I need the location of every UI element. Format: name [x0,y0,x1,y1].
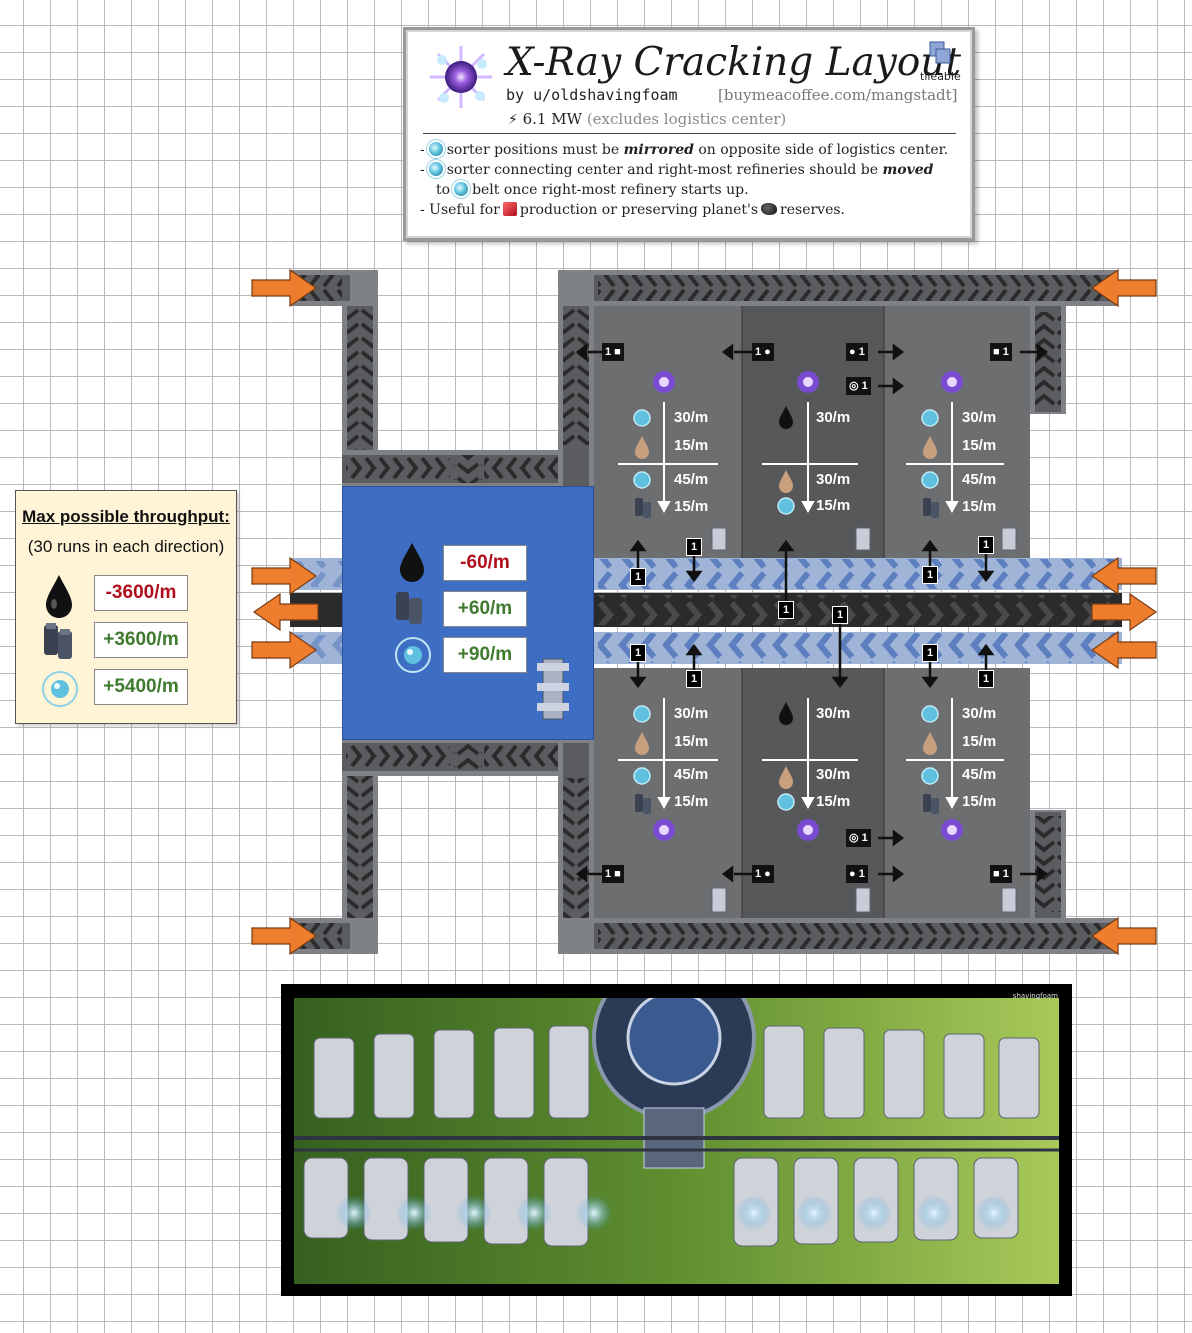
hydrogen-icon [454,182,469,196]
rate-label: 15/m [674,733,709,750]
hydrogen-icon [393,635,433,679]
rate-label: 30/m [674,705,709,722]
tileable-icon [928,40,952,66]
rate-label: 45/m [674,471,709,488]
filter-badge-graphite: 1 ■ [602,865,624,883]
sorter-tag: 1 [832,606,848,624]
output-arrow [252,592,1158,632]
divider [423,133,956,134]
rate-label: 30/m [816,705,851,722]
filter-badge-graphite: ■ 1 [990,343,1012,361]
hydrogen-icon [428,142,443,156]
sorter-tag: 1 [978,536,994,554]
sorter-icon [711,527,1017,913]
power-usage: ⚡︎ 6.1 MW (excludes logistics center) [508,110,786,128]
center-oil-value: -60/m [443,545,527,581]
power-value: 6.1 MW [522,110,583,128]
screenshot-image [294,998,1059,1284]
center-graphite-value: +60/m [443,591,527,627]
input-arrow [251,268,1157,956]
rate-label: 30/m [962,705,997,722]
hydrogen-icon [428,162,443,176]
coal-icon [761,203,778,215]
rate-label: 15/m [674,498,709,515]
legend-title: Max possible throughput: [22,507,230,526]
lightning-icon: ⚡︎ [508,112,518,128]
filter-badge-graphite: 1 ■ [602,343,624,361]
legend-oil-value: -3600/m [94,575,188,611]
energetic-graphite-icon [393,587,429,631]
rate-label: 15/m [674,437,709,454]
filter-badge-refined-oil: ● 1 [846,343,868,361]
logistics-center: -60/m +60/m +90/m [342,486,594,740]
layout-title: X-Ray Cracking Layout [506,40,962,85]
rate-label: 30/m [816,409,851,426]
hydrogen-icon [40,669,80,713]
sorter-tag: 1 [630,568,646,586]
rate-label: 45/m [962,471,997,488]
x-ray-cracking-icon [653,371,963,841]
rate-label: 45/m [962,766,997,783]
center-hydrogen-value: +90/m [443,637,527,673]
x-ray-cracking-icon [424,40,498,114]
filter-badge-graphite: ■ 1 [990,865,1012,883]
donate-link[interactable]: [buymeacoffee.com/mangstadt] [718,86,958,104]
sorter-tag: 1 [778,601,794,619]
throughput-legend: Max possible throughput: (30 runs in eac… [15,490,237,724]
filter-badge-hydrogen: ◎ 1 [846,377,871,395]
sorter-tag: 1 [630,644,646,662]
rate-label: 30/m [962,409,997,426]
belt-layout [251,268,1158,956]
rate-label: 30/m [816,766,851,783]
rate-label: 45/m [674,766,709,783]
photo-credit: shavingfoam [1012,992,1058,1000]
note-mirrored: -sorter positions must be mirrored on op… [420,142,949,158]
legend-graphite-value: +3600/m [94,622,188,658]
author: by u/oldshavingfoam [506,86,678,104]
refined-oil-icon [635,436,937,789]
rate-label: 15/m [816,497,851,514]
rate-label: 15/m [962,498,997,515]
filter-badge-refined-oil: ● 1 [846,865,868,883]
rate-label: 30/m [816,471,851,488]
rate-label: 15/m [816,793,851,810]
sorter-tag: 1 [686,670,702,688]
filter-badge-refined-oil: 1 ● [752,343,774,361]
crude-oil-icon [398,541,426,587]
title-card: X-Ray Cracking Layout by u/oldshavingfoa… [403,27,975,241]
filter-badge-refined-oil: 1 ● [752,865,774,883]
sorter-tag: 1 [978,670,994,688]
in-game-screenshot: shavingfoam [281,984,1072,1296]
energetic-graphite-icon [40,619,80,665]
rate-label: 30/m [674,409,709,426]
legend-subtitle: (30 runs in each direction) [27,537,225,556]
casimir-crystal-icon [502,202,517,216]
tileable-label: tileable [920,70,961,83]
filter-badge-hydrogen: ◎ 1 [846,829,871,847]
legend-hydrogen-value: +5400/m [94,669,188,705]
rate-label: 15/m [962,793,997,810]
power-note: (excludes logistics center) [586,110,787,128]
note-moved: -sorter connecting center and right-most… [420,162,934,178]
sorter-tag: 1 [686,538,702,556]
sorter-tag: 1 [922,566,938,584]
logistics-station-icon [535,653,571,729]
rate-label: 15/m [962,437,997,454]
crude-oil-icon [44,573,74,623]
rate-label: 15/m [962,733,997,750]
sorter-tag: 1 [922,644,938,662]
rate-label: 15/m [674,793,709,810]
